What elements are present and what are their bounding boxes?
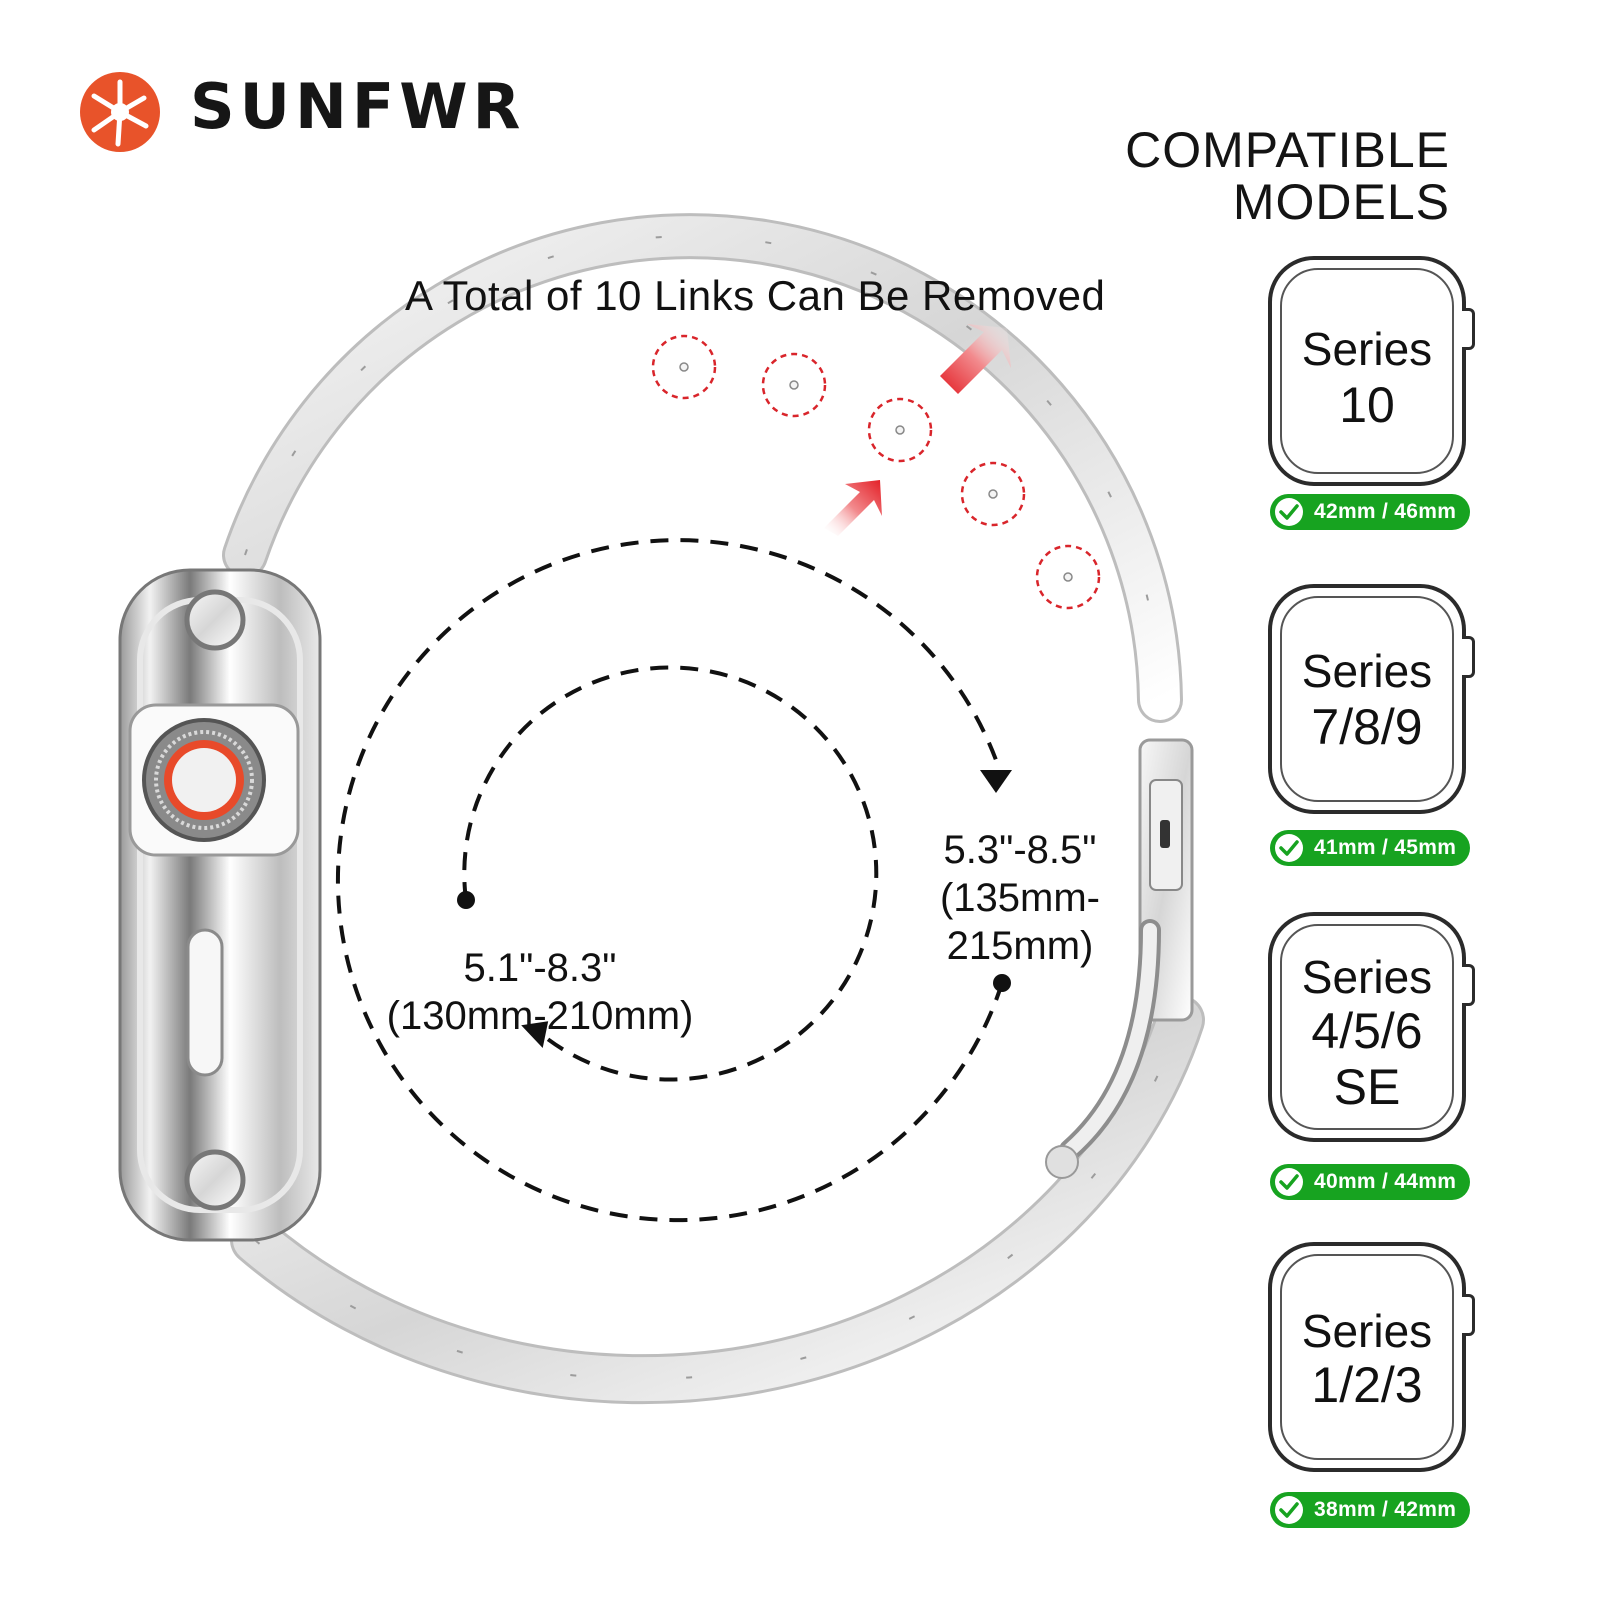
compatible-models-title: COMPATIBLE MODELS [1125,124,1450,228]
inner-size-mm: (130mm-210mm) [386,994,694,1038]
watch-crown-icon [1462,1294,1475,1336]
removable-link-markers [651,334,1101,610]
compatible-title-line2: MODELS [1232,174,1450,230]
arrow-head-icon [980,770,1012,793]
check-icon [1275,1496,1303,1524]
watch-case [118,568,322,1242]
watch-outline-icon [1268,584,1466,814]
size-badge: 42mm / 46mm [1270,494,1470,530]
model-card-series-1-2-3: Series 1/2/3 38mm / 42mm [1268,1242,1498,1532]
side-button-icon [186,928,224,1077]
model-name-line1: Series [1301,1305,1433,1357]
check-icon [1275,498,1303,526]
size-badge-text: 42mm / 46mm [1314,500,1457,523]
size-badge-text: 40mm / 44mm [1314,1170,1457,1193]
model-name-line2: 10 [1339,377,1395,433]
metal-band [222,213,1205,1405]
watch-crown-icon [1462,308,1475,350]
red-arrow-icon [940,324,1011,394]
model-name-line2: 4/5/6 [1311,1003,1423,1059]
watch-crown-icon [1462,636,1475,678]
inner-size-label: 5.1"-8.3" (130mm-210mm) [370,944,710,1040]
check-icon [1275,1168,1303,1196]
start-dot-icon [993,974,1011,992]
outer-size-mm-line2: 215mm) [946,924,1094,968]
brand-logo: SUNFWR [78,68,578,158]
inner-size-inches: 5.1"-8.3" [463,946,617,990]
inner-size-arrow [462,665,879,1082]
model-card-series-10: Series 10 42mm / 46mm [1268,256,1498,536]
model-name-line3: SE [1333,1059,1401,1115]
compatible-title-line1: COMPATIBLE [1125,122,1450,178]
size-badge-text: 38mm / 42mm [1314,1498,1457,1521]
arrow-head-icon [521,1021,549,1049]
size-badge: 40mm / 44mm [1270,1164,1470,1200]
model-card-series-7-8-9: Series 7/8/9 41mm / 45mm [1268,584,1498,866]
watch-outline-icon [1268,256,1466,486]
outer-size-mm-line1: (135mm- [939,876,1101,920]
outer-size-inches: 5.3"-8.5" [943,828,1097,872]
red-arrow-icon [824,480,882,536]
watch-outline-icon [1268,1242,1466,1472]
digital-crown-icon [128,703,300,857]
model-name-line1: Series [1301,951,1433,1003]
model-name-line2: 1/2/3 [1311,1357,1423,1413]
model-name-line1: Series [1301,645,1433,697]
check-icon [1275,834,1303,862]
headline: A Total of 10 Links Can Be Removed [405,272,1106,319]
watch-crown-icon [1462,964,1475,1006]
model-name-line1: Series [1301,323,1433,375]
size-badge-text: 41mm / 45mm [1314,836,1457,859]
outer-size-arrow [335,538,1004,1223]
model-name-line2: 7/8/9 [1311,699,1423,755]
start-dot-icon [457,891,475,909]
model-card-series-4-5-6-se: Series 4/5/6 SE 40mm / 44mm [1268,912,1498,1202]
watch-outline-icon [1268,912,1466,1142]
size-badge: 41mm / 45mm [1270,830,1470,866]
size-badge: 38mm / 42mm [1270,1492,1470,1528]
sunburst-icon [80,72,160,152]
outer-size-label: 5.3"-8.5" (135mm- 215mm) [930,826,1110,970]
brand-name: SUNFWR [190,70,526,143]
